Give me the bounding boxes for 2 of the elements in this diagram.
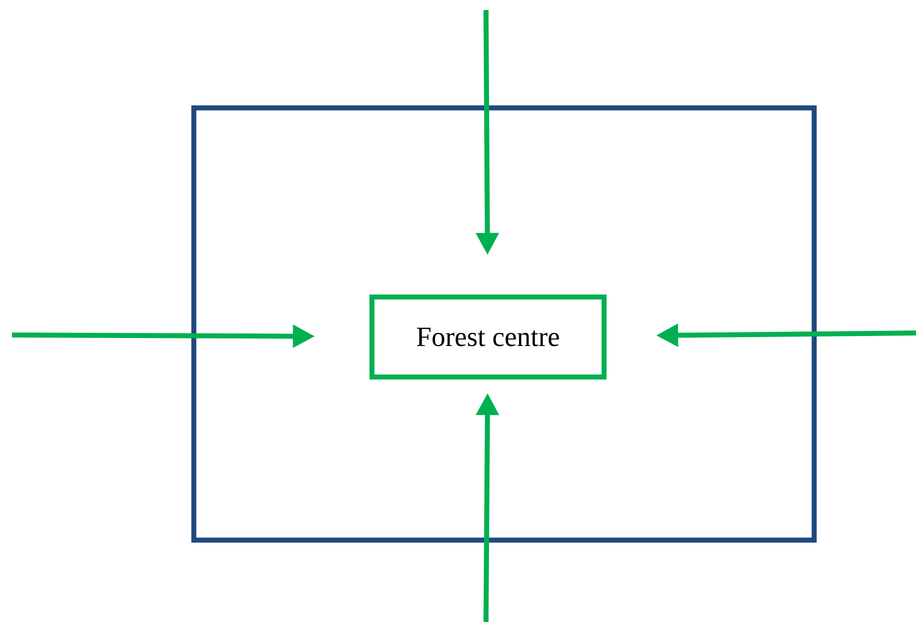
process-box: Forest centre [369,294,607,380]
frame-box [191,105,817,543]
